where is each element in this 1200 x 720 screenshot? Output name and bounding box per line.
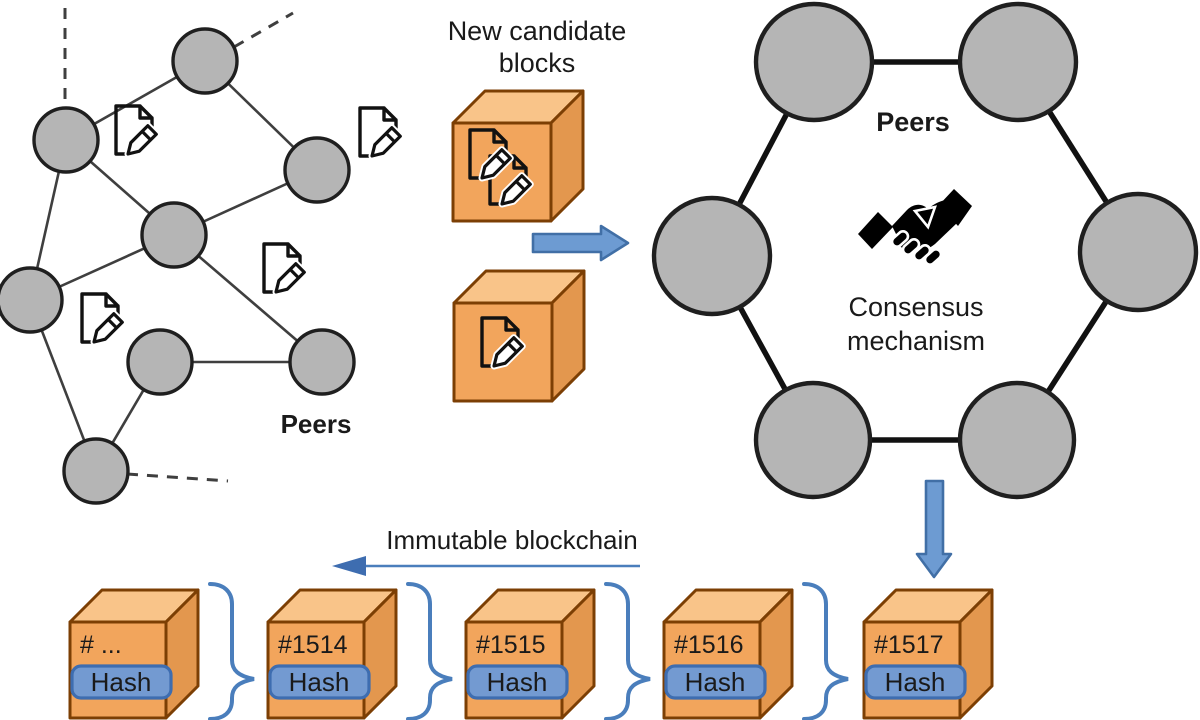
block: #1514 Hash: [266, 588, 398, 720]
block-id: #1515: [476, 631, 546, 659]
peers-label-left: Peers: [281, 409, 352, 439]
hash-pill: [466, 664, 569, 700]
peer-node: [1077, 191, 1199, 313]
blockchain-section: Immutable blockchain # ... Hash #1514 Ha…: [68, 525, 994, 720]
peer-node: [0, 266, 64, 334]
hash-label: Hash: [91, 667, 152, 697]
hash-pill: [268, 664, 371, 700]
peer-node: [753, 380, 873, 500]
block: #1517 Hash: [862, 588, 994, 720]
pencil-icon: [498, 172, 534, 208]
peer-node: [288, 328, 356, 396]
peer-node: [171, 27, 239, 95]
document-edit-icon: [262, 242, 308, 296]
candidate-block-cube: [452, 269, 586, 403]
peer-node: [140, 201, 208, 269]
candidate-block-cube: [451, 89, 585, 223]
peer-node: [957, 380, 1077, 500]
document-edit-icon: [468, 128, 508, 180]
document-edit-icon: [358, 106, 404, 160]
dangling-edge: [233, 11, 294, 49]
curly-brace-icon: [802, 582, 849, 720]
peer-node: [957, 1, 1079, 123]
handshake-icon: [858, 189, 972, 266]
peer-node: [126, 328, 194, 396]
hash-pill: [70, 664, 173, 700]
document-edit-icon: [480, 316, 526, 370]
block: # ... Hash: [68, 588, 200, 720]
curly-brace-icon: [604, 582, 651, 720]
peer-node: [753, 1, 875, 123]
document-edit-icon: [114, 104, 160, 158]
hash-pill: [664, 664, 767, 700]
pencil-icon: [478, 146, 514, 182]
p2p-network-section: Peers: [0, 8, 404, 505]
peer-node: [32, 106, 100, 174]
block: #1515 Hash: [464, 588, 596, 720]
consensus-caption-line2: mechanism: [847, 326, 985, 356]
blockchain-caption: Immutable blockchain: [386, 525, 637, 555]
arrow-left-icon: [332, 556, 640, 576]
block-id: #1516: [674, 631, 744, 659]
document-edit-icon: [80, 292, 126, 346]
candidate-blocks-section: New candidate blocks: [448, 16, 630, 403]
curly-brace-icon: [208, 582, 255, 720]
candidate-title-line2: blocks: [499, 48, 576, 78]
curly-brace-icon: [406, 582, 453, 720]
arrow-right-icon: [531, 224, 630, 262]
peer-node: [62, 437, 130, 505]
candidate-title-line1: New candidate: [448, 16, 627, 46]
hash-label: Hash: [685, 667, 746, 697]
hash-label: Hash: [885, 667, 946, 697]
block-id: #1517: [874, 631, 944, 659]
dangling-edge: [126, 472, 229, 483]
consensus-ring-section: Peers Consensus mechanism: [651, 1, 1199, 500]
hash-label: Hash: [487, 667, 548, 697]
peer-node: [651, 195, 773, 317]
consensus-caption-line1: Consensus: [848, 292, 983, 322]
hash-pill: [864, 664, 967, 700]
peers-label-right: Peers: [876, 107, 950, 137]
arrow-down-icon: [915, 479, 953, 579]
hash-label: Hash: [289, 667, 350, 697]
block-id: # ...: [80, 631, 122, 659]
peer-node: [283, 136, 351, 204]
block: #1516 Hash: [662, 588, 794, 720]
block-id: #1514: [278, 631, 348, 659]
